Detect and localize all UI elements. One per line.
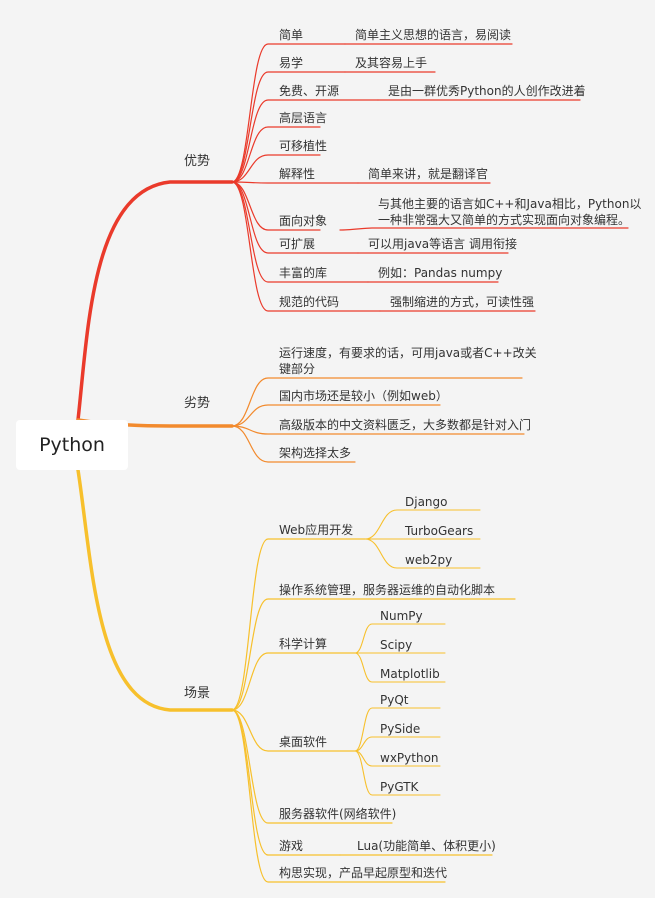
adv-connector-2 <box>231 99 379 183</box>
sc-connector-3 <box>231 709 356 752</box>
adv-item-3[interactable]: 高层语言 <box>279 111 328 125</box>
sc-connector-2 <box>231 652 356 711</box>
sc-item-3[interactable]: 桌面软件 <box>279 735 328 749</box>
adv-detail-2[interactable]: 是由一群优秀Python的人创作改进着 <box>388 84 586 98</box>
sc-child-connector-2-2 <box>354 652 446 683</box>
adv-detail-6-line2[interactable]: 一种非常强大又简单的方式实现面向对象编程。 <box>378 213 631 227</box>
root-node[interactable]: Python <box>16 420 128 470</box>
sc-child-connector-3-0 <box>354 707 441 752</box>
dis-item-0-line2[interactable]: 键部分 <box>279 362 316 376</box>
sc-item-1[interactable]: 操作系统管理，服务器运维的自动化脚本 <box>279 583 496 597</box>
category-disadvantages[interactable]: 劣势 <box>184 396 211 411</box>
sc-item-0[interactable]: Web应用开发 <box>279 523 354 537</box>
dis-item-1[interactable]: 国内市场还是较小（例如web） <box>279 389 448 403</box>
sc-child-2-2[interactable]: Matplotlib <box>380 667 440 681</box>
sc-child-connector-3-3 <box>354 750 441 796</box>
sc-child-connector-0-0 <box>364 509 481 540</box>
adv-detail-7[interactable]: 可以用java等语言 调用衔接 <box>368 237 517 251</box>
adv-connector-4 <box>231 154 321 183</box>
sc-item-5[interactable]: 游戏 <box>279 839 304 853</box>
sc-child-connector-2-0 <box>354 623 446 654</box>
sc-child-3-0[interactable]: PyQt <box>380 693 409 707</box>
adv-item-5[interactable]: 解释性 <box>279 167 316 181</box>
adv-detail-9[interactable]: 强制缩进的方式，可读性强 <box>390 295 535 309</box>
adv-detail-5[interactable]: 简单来讲，就是翻译官 <box>368 167 489 181</box>
dis-connector-0 <box>231 377 523 427</box>
dis-connector-3 <box>231 425 356 463</box>
sc-child-connector-0-2 <box>364 538 481 569</box>
sc-child-2-0[interactable]: NumPy <box>380 609 423 623</box>
sc-child-0-0[interactable]: Django <box>405 495 448 509</box>
adv-connector-5 <box>231 181 359 184</box>
sc-connector-6 <box>231 709 446 883</box>
branch-advantages <box>76 180 234 422</box>
sc-connector-0 <box>231 538 366 711</box>
sc-child-3-3[interactable]: PyGTK <box>380 780 419 794</box>
sc-item-4[interactable]: 服务器软件(网络软件) <box>279 807 397 821</box>
adv-item-6[interactable]: 面向对象 <box>279 214 328 228</box>
adv-detail-0[interactable]: 简单主义思想的语言，易阅读 <box>355 28 512 42</box>
sc-child-connector-3-1 <box>354 736 441 752</box>
adv-connector-9 <box>231 181 381 312</box>
adv-item-2[interactable]: 免费、开源 <box>279 84 340 98</box>
sc-child-3-2[interactable]: wxPython <box>380 751 439 765</box>
dis-connector-2 <box>231 425 525 435</box>
sc-item-2[interactable]: 科学计算 <box>279 637 328 651</box>
adv-item-4[interactable]: 可移植性 <box>279 139 328 153</box>
category-advantages[interactable]: 优势 <box>184 154 211 169</box>
sc-child-0-2[interactable]: web2py <box>405 553 453 567</box>
adv-connector-0 <box>231 43 346 183</box>
adv-detail-line-6 <box>339 227 629 231</box>
sc-connector-1 <box>231 598 516 711</box>
dis-connector-1 <box>231 404 441 427</box>
adv-item-9[interactable]: 规范的代码 <box>279 295 340 309</box>
adv-item-1[interactable]: 易学 <box>279 56 304 70</box>
adv-item-0[interactable]: 简单 <box>279 28 304 42</box>
adv-detail-8[interactable]: 例如：Pandas numpy <box>378 266 503 280</box>
dis-item-3[interactable]: 架构选择太多 <box>279 446 352 460</box>
category-scenarios[interactable]: 场景 <box>184 686 211 701</box>
dis-item-0-line1[interactable]: 运行速度，有要求的话，可用java或者C++改关 <box>279 346 537 360</box>
branch-scenarios <box>76 468 234 712</box>
sc-child-3-1[interactable]: PySide <box>380 722 421 736</box>
sc-item-6[interactable]: 构思实现，产品早起原型和迭代 <box>279 866 448 880</box>
sc-detail-5[interactable]: Lua(功能简单、体积更小) <box>357 839 496 853</box>
adv-item-7[interactable]: 可扩展 <box>279 237 316 251</box>
root-label: Python <box>39 434 105 456</box>
sc-child-2-1[interactable]: Scipy <box>380 638 413 652</box>
adv-connector-1 <box>231 71 346 183</box>
adv-connector-3 <box>231 126 321 183</box>
adv-detail-1[interactable]: 及其容易上手 <box>355 56 428 70</box>
dis-item-2[interactable]: 高级版本的中文资料匮乏，大多数都是针对入门 <box>279 418 532 432</box>
adv-item-8[interactable]: 丰富的库 <box>279 266 328 280</box>
sc-child-0-1[interactable]: TurboGears <box>405 524 474 538</box>
adv-detail-6-line1[interactable]: 与其他主要的语言如C++和Java相比，Python以 <box>378 197 642 211</box>
